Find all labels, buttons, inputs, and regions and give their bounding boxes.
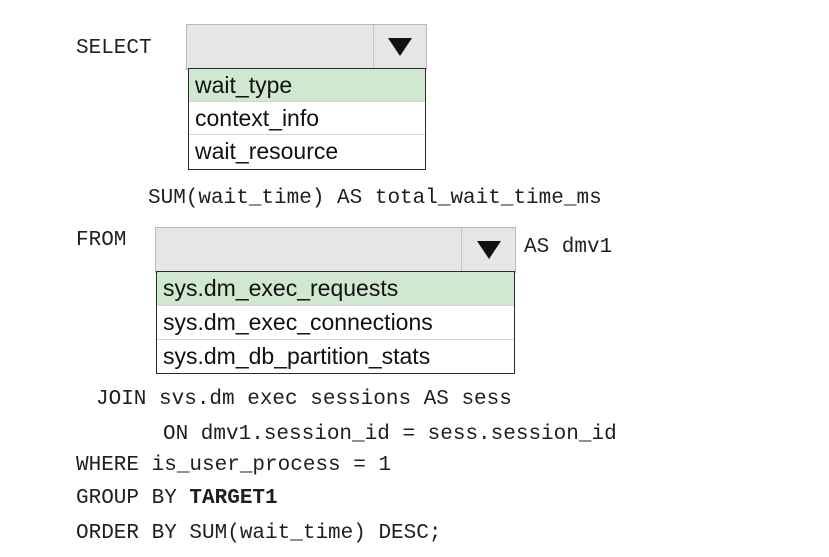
select-column-dropdown[interactable] xyxy=(186,24,427,70)
select-dropdown-options: wait_type context_info wait_resource xyxy=(188,68,426,170)
group-by-line: GROUP BY TARGET1 xyxy=(76,487,278,511)
from-alias: AS dmv1 xyxy=(524,236,613,259)
order-by-line: ORDER BY SUM(wait_time) DESC; xyxy=(76,522,442,545)
from-dropdown-toggle-button[interactable] xyxy=(461,228,515,272)
option-context-info[interactable]: context_info xyxy=(189,102,425,135)
triangle-down-icon xyxy=(388,38,412,56)
select-keyword: SELECT xyxy=(76,37,152,60)
select-dropdown-toggle-button[interactable] xyxy=(373,25,426,69)
triangle-down-icon xyxy=(476,241,501,259)
option-dm-db-partition-stats[interactable]: sys.dm_db_partition_stats xyxy=(163,343,431,369)
on-line: ON dmv1.session_id = sess.session_id xyxy=(163,423,617,446)
option-dm-exec-connections[interactable]: sys.dm_exec_connections xyxy=(157,306,514,340)
option-dm-exec-requests[interactable]: sys.dm_exec_requests xyxy=(157,272,514,306)
where-line: WHERE is_user_process = 1 xyxy=(76,454,392,477)
from-keyword: FROM xyxy=(76,229,127,252)
option-wait-type[interactable]: wait_type xyxy=(189,69,425,102)
group-by-keyword: GROUP BY xyxy=(76,487,190,510)
option-wait-resource[interactable]: wait_resource xyxy=(195,138,339,164)
join-line: JOIN svs.dm exec sessions AS sess xyxy=(96,388,512,411)
sum-line: SUM(wait_time) AS total_wait_time_ms xyxy=(148,187,602,210)
from-source-dropdown[interactable] xyxy=(155,227,516,273)
group-by-target: TARGET1 xyxy=(189,487,278,510)
from-dropdown-options: sys.dm_exec_requests sys.dm_exec_connect… xyxy=(156,271,515,374)
